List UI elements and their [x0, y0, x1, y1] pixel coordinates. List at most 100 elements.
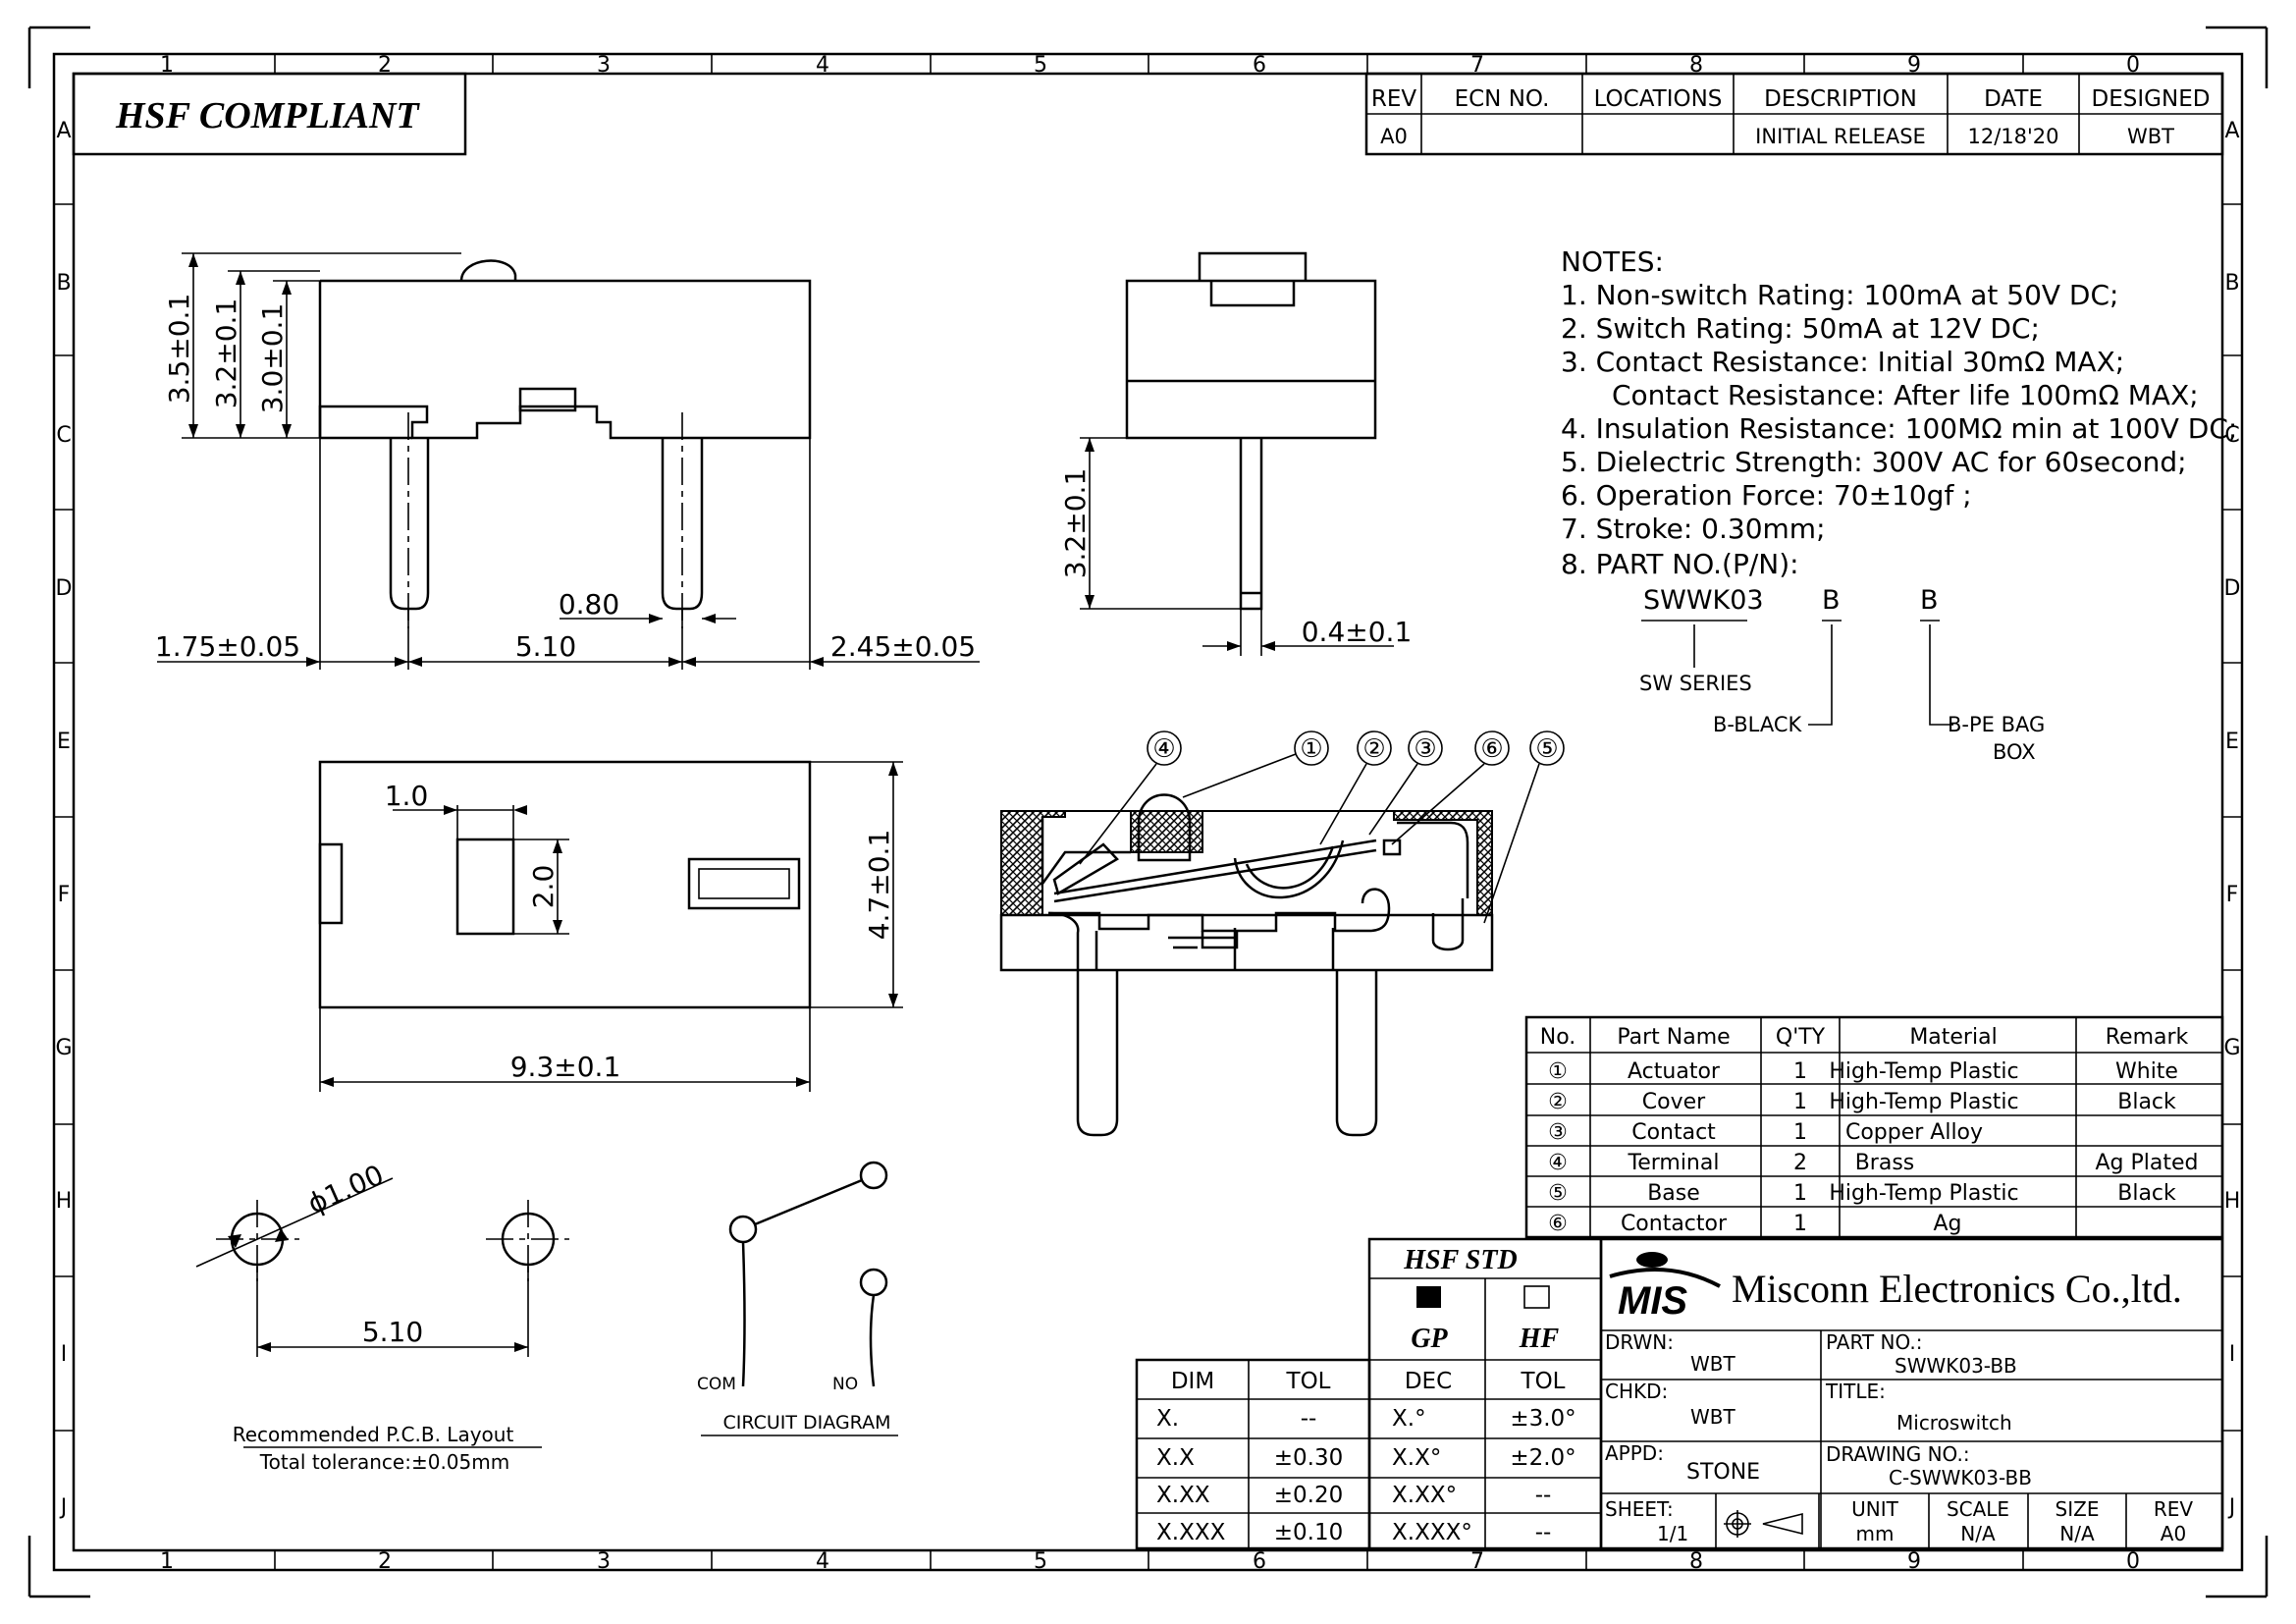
- zone-row: F: [2226, 883, 2239, 907]
- drawing-value: C-SWWK03-BB: [1889, 1466, 2032, 1489]
- bom-cell: ②: [1548, 1090, 1568, 1114]
- note-3b: Contact Resistance: After life 100mΩ MAX…: [1612, 379, 2199, 411]
- zone-col: 2: [378, 53, 392, 78]
- description-header: DESCRIPTION: [1764, 86, 1917, 112]
- zone-col: 4: [816, 53, 829, 78]
- gp-label: GP: [1411, 1324, 1448, 1354]
- dim-3-2: 3.2±0.1: [210, 298, 242, 409]
- corner-marks: [27, 26, 2269, 1598]
- zone-col: 0: [2126, 1549, 2140, 1574]
- bom-cell: High-Temp Plastic: [1829, 1059, 2018, 1084]
- notes: NOTES: 1. Non-switch Rating: 100mA at 50…: [1561, 245, 2237, 580]
- zone-col: 7: [1470, 1549, 1484, 1574]
- appd-value: STONE: [1686, 1460, 1760, 1485]
- dim-2-45: 2.45±0.05: [830, 630, 976, 663]
- zone-row: A: [2224, 119, 2239, 143]
- company-logo: MIS: [1609, 1252, 1721, 1323]
- dec-cell: X.X°: [1392, 1445, 1441, 1471]
- date-header: DATE: [1984, 86, 2043, 112]
- bom-cell: Brass: [1855, 1151, 1915, 1175]
- hsf-std-title: HSF STD: [1403, 1245, 1517, 1275]
- bom-cell: 1: [1793, 1120, 1807, 1145]
- dim-5-10: 5.10: [515, 630, 576, 663]
- dim-side-3-2: 3.2±0.1: [1059, 468, 1092, 579]
- note-5: 5. Dielectric Strength: 300V AC for 60se…: [1561, 446, 2187, 478]
- zone-rows-left: A B C D E F G H I J: [55, 119, 72, 1520]
- dec-cell: ±3.0°: [1510, 1406, 1575, 1432]
- locations-header: LOCATIONS: [1594, 86, 1723, 112]
- pcb-layout: ϕ1.00 5.10 Recommended P.C.B. Layout Tot…: [195, 1159, 569, 1474]
- bom-cell: ①: [1548, 1059, 1568, 1084]
- sheet-value: 1/1: [1657, 1522, 1688, 1545]
- dim-pcb-5-10: 5.10: [362, 1316, 423, 1348]
- zone-row: I: [61, 1342, 68, 1367]
- callout-5: ⑤: [1535, 734, 1558, 764]
- description-value: INITIAL RELEASE: [1755, 125, 1926, 148]
- hsf-compliant-label: HSF COMPLIANT: [115, 95, 420, 136]
- note-3: 3. Contact Resistance: Initial 30mΩ MAX;: [1561, 346, 2124, 378]
- drwn-label: DRWN:: [1605, 1330, 1674, 1354]
- zone-col: 1: [160, 1549, 174, 1574]
- scale-value: N/A: [1960, 1522, 1996, 1545]
- callout-4: ④: [1152, 734, 1175, 764]
- bom-cell: Black: [2117, 1181, 2176, 1206]
- rev-value-block: A0: [2161, 1522, 2186, 1545]
- dec-tol-header: TOL: [1521, 1369, 1566, 1394]
- bom-cell: Cover: [1642, 1090, 1706, 1114]
- title-value: Microswitch: [1896, 1411, 2012, 1435]
- scale-label: SCALE: [1947, 1497, 2009, 1521]
- zone-col: 6: [1253, 53, 1266, 78]
- tol-cell: --: [1301, 1406, 1317, 1432]
- callout-6: ⑥: [1480, 734, 1503, 764]
- tol-cell: X.XX: [1156, 1483, 1210, 1508]
- zone-col: 9: [1907, 1549, 1921, 1574]
- zone-columns-top: 1 2 3 4 5 6 7 8 9 0: [160, 53, 2140, 78]
- zone-row: E: [2225, 730, 2239, 754]
- note-1: 1. Non-switch Rating: 100mA at 50V DC;: [1561, 279, 2118, 311]
- designed-value: WBT: [2127, 125, 2174, 148]
- hf-label: HF: [1519, 1324, 1560, 1354]
- dec-cell: X.XXX°: [1392, 1520, 1472, 1545]
- bom-cell: 2: [1793, 1151, 1807, 1175]
- bom-cell: Ag Plated: [2096, 1151, 2199, 1175]
- pn-pack-label-2: BOX: [1993, 740, 2036, 764]
- dec-header: DEC: [1405, 1369, 1452, 1394]
- bom-cell: High-Temp Plastic: [1829, 1181, 2018, 1206]
- appd-label: APPD:: [1605, 1441, 1664, 1465]
- bom-cell: Ag: [1933, 1212, 1961, 1236]
- company-title-block: MIS Misconn Electronics Co.,ltd. DRWN: W…: [1599, 1237, 2224, 1550]
- dec-cell: X.°: [1392, 1406, 1426, 1432]
- note-7: 7. Stroke: 0.30mm;: [1561, 513, 1826, 545]
- gp-filled-box: [1416, 1286, 1441, 1308]
- size-label: SIZE: [2056, 1497, 2100, 1521]
- zone-col: 1: [160, 53, 174, 78]
- hf-empty-box: [1523, 1285, 1550, 1309]
- zone-row: A: [56, 119, 71, 143]
- part-number-breakdown: SWWK03 B B SW SERIES B-BLACK B-PE BAG BO…: [1639, 585, 2045, 764]
- zone-col: 0: [2126, 53, 2140, 78]
- zone-row: H: [2224, 1189, 2241, 1214]
- dec-cell: ±2.0°: [1510, 1445, 1575, 1471]
- pcb-caption: Recommended P.C.B. Layout: [233, 1423, 514, 1446]
- bom-cell: ⑥: [1548, 1212, 1568, 1236]
- tolerance-table: DIM TOL X. -- X.X ±0.30 X.XX ±0.20 X.XXX…: [1135, 1358, 1371, 1550]
- chkd-value: WBT: [1690, 1405, 1735, 1429]
- dim-3-5: 3.5±0.1: [163, 294, 195, 405]
- bom-cell: Copper Alloy: [1845, 1120, 1983, 1145]
- bom-cell: ⑤: [1548, 1181, 1568, 1206]
- date-value: 12/18'20: [1967, 125, 2058, 148]
- tol-cell: X.XXX: [1156, 1520, 1226, 1545]
- callout-2: ②: [1362, 734, 1385, 764]
- zone-row: D: [56, 576, 73, 601]
- tol-tol-header: TOL: [1286, 1369, 1331, 1394]
- part-label: PART NO.:: [1826, 1330, 1922, 1354]
- rev-value: A0: [1380, 125, 1408, 148]
- circuit-caption: CIRCUIT DIAGRAM: [723, 1412, 891, 1434]
- zone-row: D: [2224, 576, 2241, 601]
- tol-cell: X.: [1156, 1406, 1179, 1432]
- dec-cell: --: [1535, 1483, 1552, 1508]
- revision-table: REV ECN NO. LOCATIONS DESCRIPTION DATE D…: [1364, 72, 2224, 156]
- bom-cell: Terminal: [1628, 1151, 1720, 1175]
- dec-cell: --: [1535, 1520, 1552, 1545]
- tol-cell: X.X: [1156, 1445, 1195, 1471]
